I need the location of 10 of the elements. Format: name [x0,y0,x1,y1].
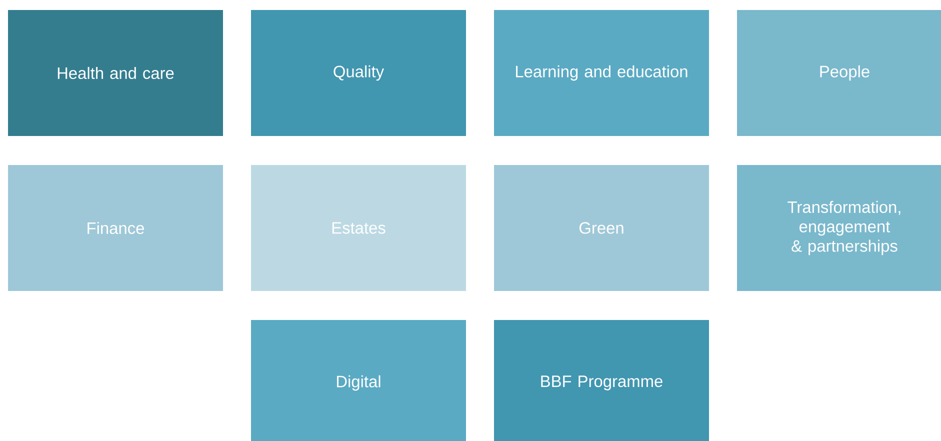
category-box: Transformation, engagement & partnerships [737,165,941,291]
category-box: Learning and education [494,10,709,136]
category-box: Finance [8,165,223,291]
category-box: Health and care [8,10,223,136]
category-box: Digital [251,320,466,441]
category-box: Estates [251,165,466,291]
category-box: BBF Programme [494,320,709,441]
category-box: Quality [251,10,466,136]
category-box: Green [494,165,709,291]
category-box: People [737,10,941,136]
